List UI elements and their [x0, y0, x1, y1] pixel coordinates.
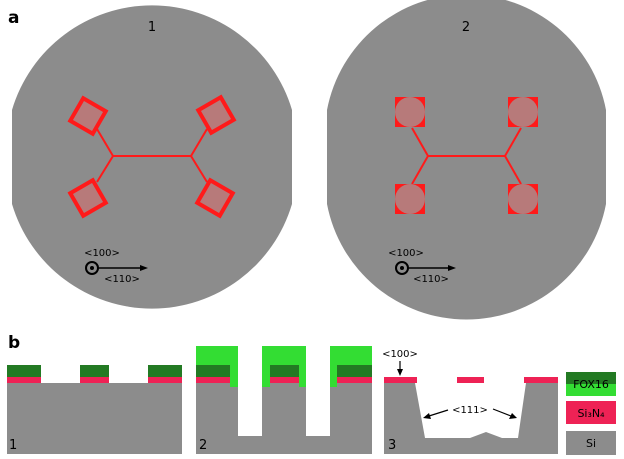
material-legend: FOX16 Si₃N₄ Si [566, 372, 616, 455]
step-3-silicon [384, 383, 558, 454]
step-3-plane-100-label: <100> [382, 349, 418, 360]
step-3-plane-111-arrow-left [423, 413, 431, 419]
step-2-nitride-1 [196, 377, 230, 383]
wafer-2-number: 2 [462, 20, 470, 35]
step-3-nitride-1 [384, 377, 417, 383]
wafer-1-dir-110-label: <110> [104, 274, 140, 285]
wafer-1-pad-top-left [67, 95, 109, 137]
legend-nitride-label: Si₃N₄ [577, 407, 605, 420]
step-2-fox-1 [196, 365, 230, 377]
step-3-nitride-3 [524, 377, 558, 383]
step-1-fox-2 [80, 365, 109, 377]
wafer-2-pad-bottom-right [508, 184, 538, 214]
step-3-plane-111-label: <111> [452, 405, 488, 416]
wafer-2-dir-100-label: <100> [388, 248, 424, 259]
wafer-2-pad-top-left [395, 97, 425, 127]
wafer-1-disc [12, 5, 292, 309]
wafer-1-channel-pattern [96, 128, 208, 183]
step-1-nitride-2 [80, 377, 109, 383]
cross-section-step-1: 1 [7, 365, 182, 454]
legend-nitride: Si₃N₄ [566, 401, 616, 424]
wafer-2-disc [327, 0, 606, 320]
wafer-1-pad-bottom-left [67, 177, 109, 219]
step-1-fox-1 [7, 365, 41, 377]
step-1-nitride-1 [7, 377, 41, 383]
step-3-number: 3 [388, 438, 396, 453]
step-3-nitride-2 [457, 377, 484, 383]
wafer-1-direction-indicator: <100> <110> [84, 248, 148, 285]
step-2-nitride-2 [270, 377, 299, 383]
step-2-fox-cover-3 [330, 346, 372, 387]
panel-a-label: a [8, 8, 19, 28]
step-2-fox-cover-1 [196, 346, 238, 387]
step-3-plane-111-arrow-right [509, 413, 517, 419]
cross-section-step-3: <100> <111> 3 [382, 349, 558, 454]
wafer-1-pad-top-right [195, 94, 237, 136]
step-1-fox-3 [148, 365, 182, 377]
step-2-nitride-3 [337, 377, 372, 383]
step-1-number: 1 [9, 438, 17, 453]
step-3-plane-100-arrowhead [397, 369, 403, 376]
cross-section-step-2: 2 [196, 346, 372, 454]
wafer-1: 1 <100> <110> [12, 5, 292, 309]
legend-silicon-label: Si [586, 437, 596, 450]
step-2-silicon [196, 383, 372, 454]
wafer-1-dir-100-label: <100> [84, 248, 120, 259]
step-2-fox-cover-2 [262, 346, 306, 387]
wafer-2-pad-bottom-left [395, 184, 425, 214]
wafer-2-channel-pattern [411, 127, 522, 185]
step-2-fox-2 [270, 365, 299, 377]
panel-b-label: b [8, 333, 20, 353]
wafer-2-pad-top-right [508, 97, 538, 127]
wafer-1-pad-bottom-right [194, 177, 236, 219]
legend-fox16: FOX16 [566, 372, 616, 396]
step-2-fox-3 [337, 365, 372, 377]
step-1-nitride-3 [148, 377, 182, 383]
legend-fox16-label: FOX16 [573, 378, 609, 391]
wafer-2-dir-110-label: <110> [413, 274, 449, 285]
legend-silicon: Si [566, 431, 616, 455]
wafer-2-direction-indicator: <100> <110> [388, 248, 456, 285]
wafer-2: 2 <100> [327, 0, 606, 320]
step-1-silicon [7, 383, 182, 454]
wafer-1-number: 1 [148, 20, 156, 35]
step-2-number: 2 [199, 438, 207, 453]
